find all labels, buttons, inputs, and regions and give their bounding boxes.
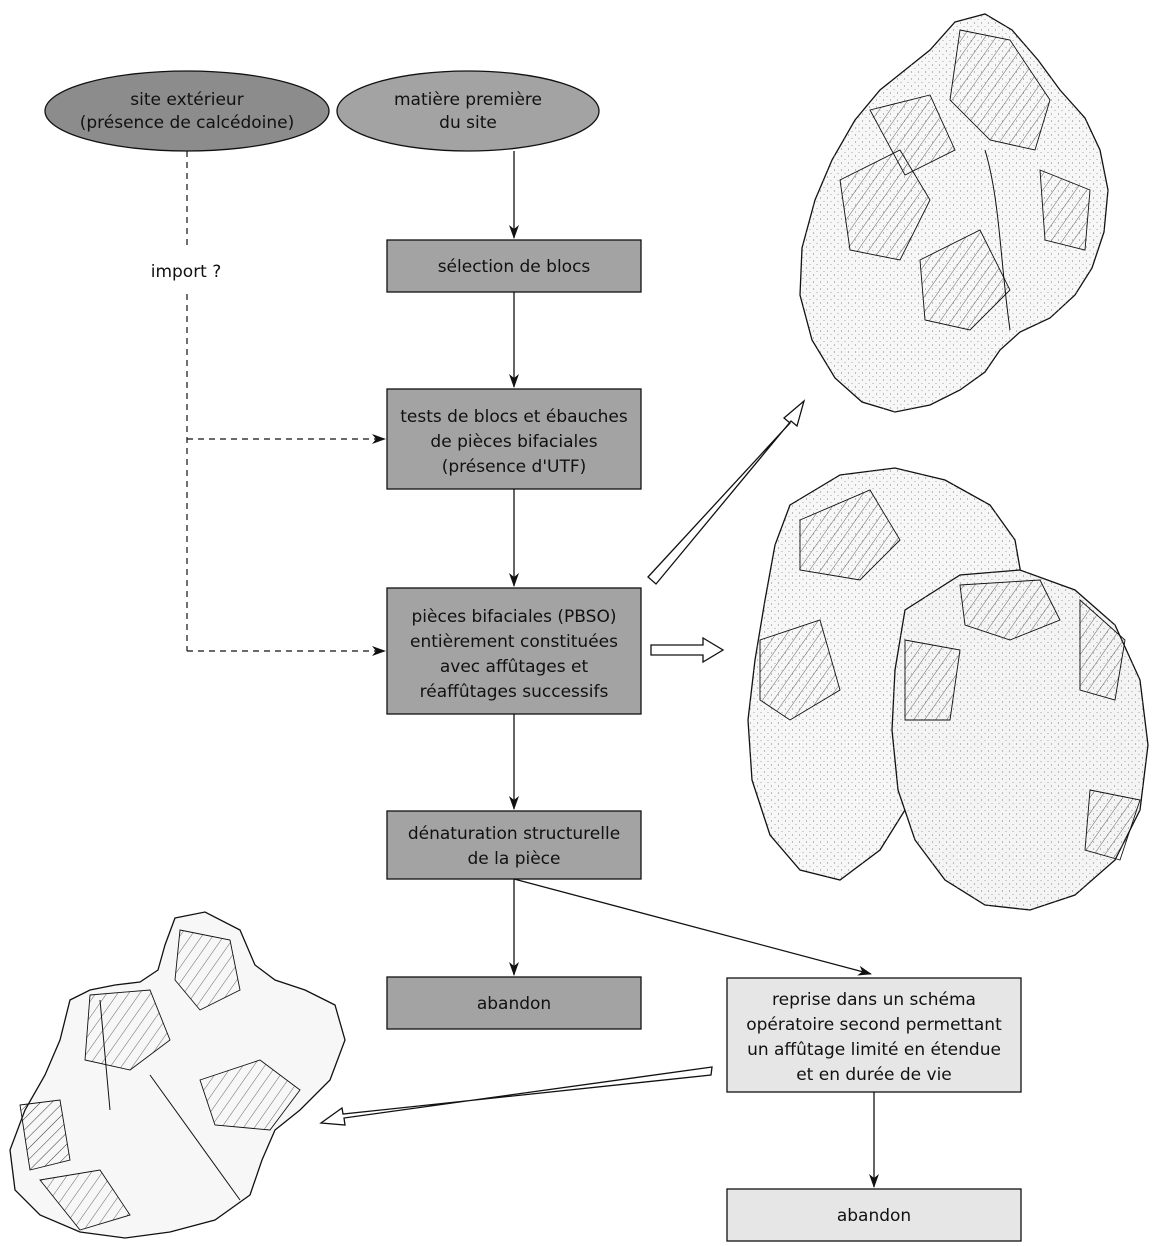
node-text-line: site extérieur <box>130 90 243 110</box>
node-text-line: abandon <box>837 1206 911 1226</box>
node-text-line: de la pièce <box>468 849 561 869</box>
node-selection-de-blocs: sélection de blocs <box>386 239 642 293</box>
node-matiere-premiere: matière première du site <box>336 70 600 152</box>
node-text-line: de pièces bifaciales <box>430 432 597 452</box>
hollow-arrow-up-right <box>647 399 806 585</box>
node-text-line: abandon <box>477 994 551 1014</box>
node-text-line: un affûtage limité en étendue <box>747 1040 1001 1060</box>
stone-tool-illustration-middle <box>747 467 1149 911</box>
node-denaturation: dénaturation structurelle de la pièce <box>386 810 642 880</box>
arrow-denaturation-to-reprise <box>513 878 872 976</box>
node-text-line: opératoire second permettant <box>746 1015 1002 1035</box>
node-abandon-1: abandon <box>386 976 642 1030</box>
edge-label-import: import ? <box>151 262 222 282</box>
node-pieces-bifaciales: pièces bifaciales (PBSO) entièrement con… <box>386 587 642 715</box>
node-text-line: matière première <box>394 90 542 110</box>
node-text-line: du site <box>439 113 497 133</box>
node-text-line: (présence de calcédoine) <box>80 113 295 133</box>
node-abandon-2: abandon <box>726 1188 1022 1242</box>
node-text-line: pièces bifaciales (PBSO) <box>412 607 617 627</box>
node-text-line: avec affûtages et <box>440 657 589 677</box>
node-text-line: réaffûtages successifs <box>420 682 609 702</box>
stone-tool-illustration-bottom <box>9 911 346 1239</box>
node-site-exterieur: site extérieur (présence de calcédoine) <box>44 70 330 152</box>
node-text-line: dénaturation structurelle <box>408 824 620 844</box>
node-reprise: reprise dans un schéma opératoire second… <box>726 977 1022 1093</box>
node-text-line: sélection de blocs <box>438 257 591 277</box>
node-text-line: (présence d'UTF) <box>442 457 587 477</box>
node-tests-de-blocs: tests de blocs et ébauches de pièces bif… <box>386 388 642 490</box>
node-text-line: entièrement constituées <box>410 632 618 652</box>
stone-tool-illustration-top <box>799 13 1109 413</box>
node-text-line: reprise dans un schéma <box>772 990 976 1010</box>
node-text-line: tests de blocs et ébauches <box>400 407 628 427</box>
node-text-line: et en durée de vie <box>796 1065 952 1085</box>
hollow-arrow-left <box>319 1066 713 1126</box>
hollow-arrow-right <box>650 636 725 664</box>
